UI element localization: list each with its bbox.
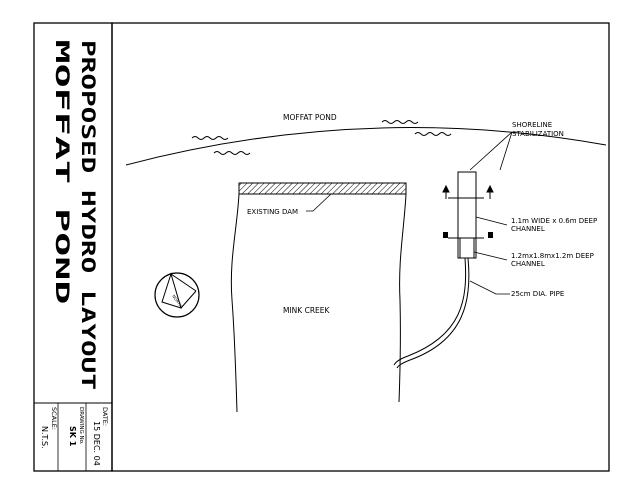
title-line-1: PROPOSED HYDRO LAYOUT <box>77 40 99 390</box>
channel2-label-1: 1.2mx1.8mx1.2m DEEP <box>511 252 594 260</box>
pipe-label: 25cm DIA. PIPE <box>511 290 564 298</box>
water-ripples <box>191 120 452 155</box>
shoreline-leader <box>469 131 513 171</box>
existing-dam <box>238 182 407 195</box>
shoreline-label-1: SHORELINE <box>512 121 552 129</box>
drawing-number-label: DRAWING No. <box>78 407 84 445</box>
creek-left-bank <box>230 193 240 413</box>
section-markers-lower <box>443 232 493 238</box>
drawing-number-value: SK 1 <box>68 426 77 447</box>
north-arrow: NORTH <box>154 272 200 318</box>
dam-label: EXISTING DAM <box>247 208 298 216</box>
creek-label: MINK CREEK <box>283 306 331 315</box>
scale-value: N.T.S. <box>40 426 49 449</box>
dam-leader <box>306 193 332 212</box>
title-line-2: MOFFAT POND <box>51 40 73 305</box>
pond-label: MOFFAT POND <box>283 113 337 122</box>
section-arrows-upper <box>442 184 494 199</box>
date-label: DATE: <box>101 407 109 426</box>
hydro-channel <box>448 171 484 259</box>
pipe-line-1 <box>396 257 470 369</box>
channel1-label-1: 1.1m WIDE x 0.6m DEEP <box>511 217 597 225</box>
channel2-leader <box>473 251 508 261</box>
creek-right-bank <box>398 193 407 403</box>
scale-label: SCALE: <box>50 407 58 430</box>
channel1-label-2: CHANNEL <box>511 225 545 233</box>
channel1-leader <box>475 216 508 226</box>
shoreline <box>125 127 607 166</box>
pipe-line-2 <box>393 257 467 366</box>
date-value: 15 DEC. 04 <box>92 421 101 466</box>
pipe-leader <box>469 280 510 295</box>
shoreline-label-2: STABILIZATION <box>512 130 564 138</box>
drawing-area-border <box>111 22 610 472</box>
channel2-label-2: CHANNEL <box>511 260 545 268</box>
